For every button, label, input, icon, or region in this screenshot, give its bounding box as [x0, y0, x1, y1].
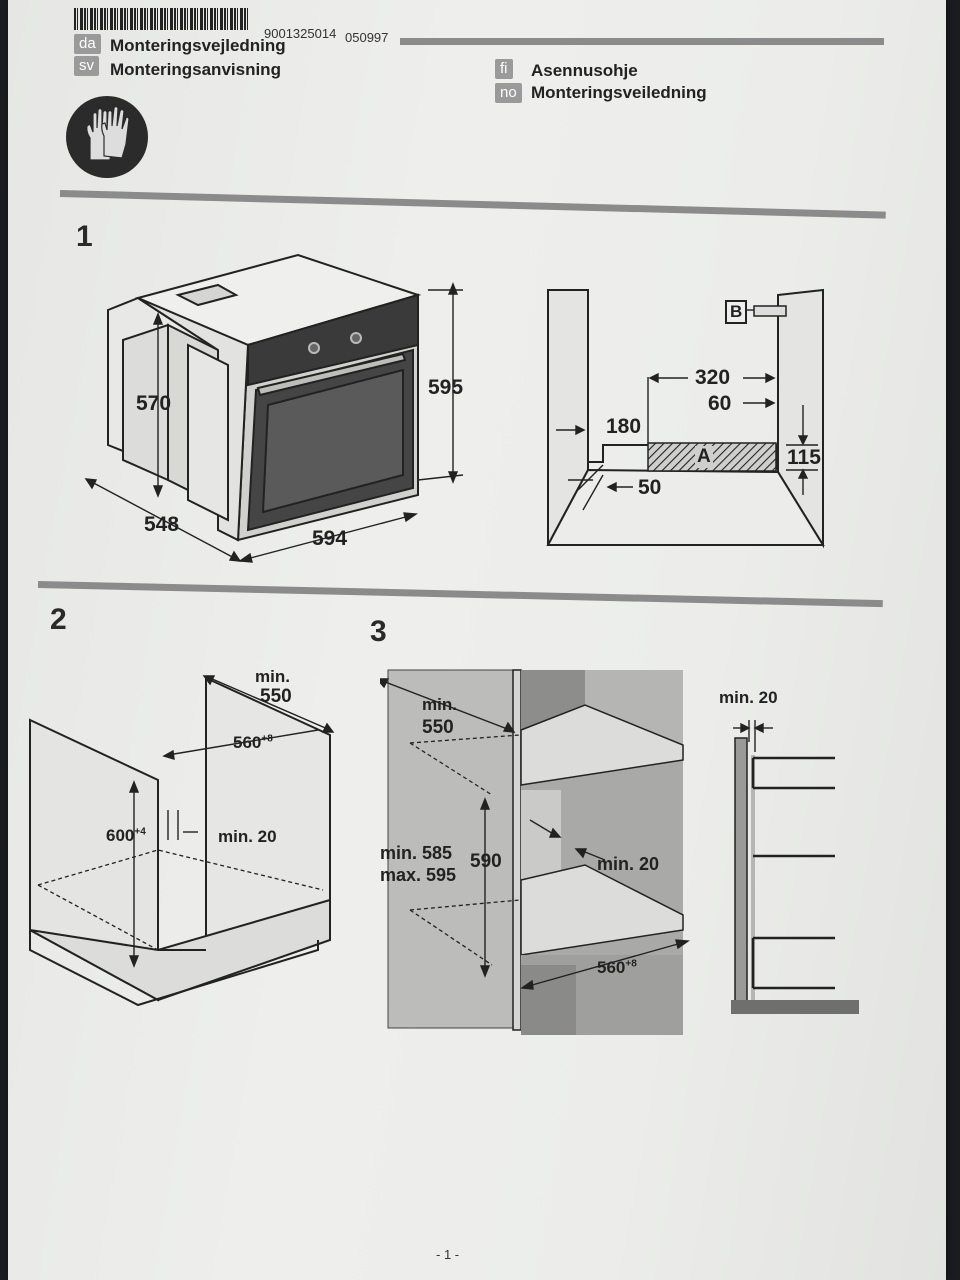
s3-max-595: max. 595 — [380, 865, 457, 885]
dim-50: 50 — [638, 476, 662, 499]
s3-min-550: 550 — [422, 717, 454, 738]
doc-date: 050997 — [345, 30, 389, 45]
niche-label-b: B — [725, 300, 748, 324]
dim-548: 548 — [144, 513, 180, 536]
s3-min-585: min. 585 — [380, 843, 453, 863]
niche-drawing — [546, 288, 825, 549]
instruction-sheet: 9001325014 050997 da Monteringsvejlednin… — [8, 0, 946, 1280]
dim-570: 570 — [136, 392, 172, 415]
page-number: - 1 - — [436, 1247, 460, 1262]
section-1-rule — [59, 190, 886, 219]
section-2-rule — [37, 581, 883, 608]
s2-min-label: min. — [255, 667, 290, 686]
s3-min-20-side: min. 20 — [719, 688, 778, 707]
s2-min-20: min. 20 — [218, 827, 277, 846]
lang-code-da: da — [74, 34, 101, 54]
dim-180: 180 — [606, 415, 642, 438]
s2-dim-560: 560+8 — [233, 733, 273, 752]
niche-label-a: A — [695, 446, 713, 468]
lang-code-fi: fi — [495, 59, 513, 79]
lang-title-da: Monteringsvejledning — [110, 36, 286, 55]
tall-cabinet-drawing — [380, 669, 690, 1035]
dim-595: 595 — [428, 376, 464, 399]
dim-60: 60 — [708, 392, 732, 415]
s3-min-label: min. — [422, 695, 457, 714]
dim-115: 115 — [787, 446, 821, 469]
under-counter-drawing — [29, 675, 335, 1007]
s3-dim-560: 560+8 — [597, 958, 637, 977]
section-3-number: 3 — [370, 615, 387, 648]
section-1-number: 1 — [76, 220, 93, 253]
s2-dim-600: 600+4 — [106, 826, 146, 845]
dim-320: 320 — [695, 366, 731, 389]
lang-code-sv: sv — [74, 56, 99, 76]
s2-min-550: 550 — [260, 686, 292, 707]
oven-dimension-drawing — [84, 253, 464, 563]
s3-min-20-mid: min. 20 — [597, 854, 660, 874]
s3-dim-590: 590 — [470, 851, 502, 872]
doc-number: 9001325014 — [264, 26, 337, 41]
header-rule — [400, 38, 884, 45]
section-2-number: 2 — [50, 603, 67, 636]
gloves-icon — [66, 96, 148, 178]
lang-code-no: no — [495, 83, 522, 103]
dim-594: 594 — [312, 527, 348, 550]
barcode — [74, 8, 249, 30]
side-section-drawing — [731, 720, 859, 1014]
lang-title-no: Monteringsveiledning — [531, 83, 707, 102]
lang-title-fi: Asennusohje — [531, 61, 638, 80]
lang-title-sv: Monteringsanvisning — [110, 60, 281, 79]
